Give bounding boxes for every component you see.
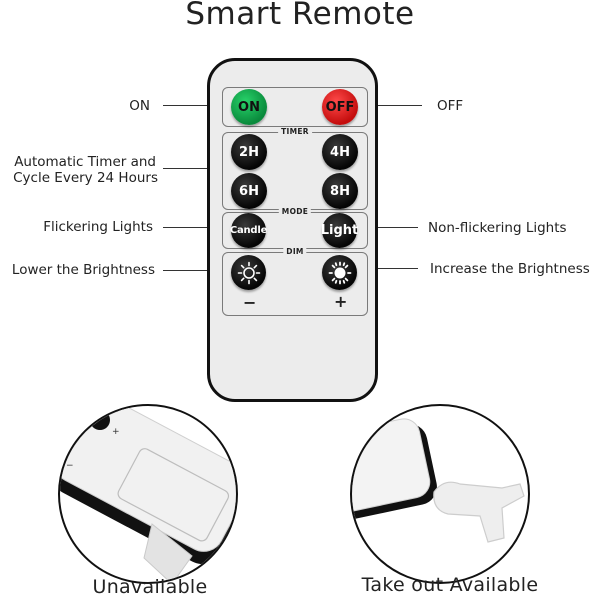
label-flickering: Flickering Lights [43,219,153,235]
candle-button[interactable]: Candle [230,213,267,248]
dim-up-button[interactable] [322,255,357,290]
timer-6h-button[interactable]: 6H [231,173,267,209]
remote-tab-pulled-out [352,418,525,543]
label-on: ON [129,98,150,114]
timer-group-title: TIMER [278,127,312,136]
svg-text:+: + [112,427,120,437]
caption-unavailable: Unavailable [92,576,208,598]
leader-increase [366,268,418,269]
sun-outline-icon [237,261,260,284]
leader-lower [163,270,218,271]
leader-timer [163,168,218,169]
off-button[interactable]: OFF [322,89,358,125]
leader-nonflickering [366,227,418,228]
label-lower-brightness: Lower the Brightness [11,262,155,278]
unavailable-illustration: + − [58,404,238,584]
svg-text:−: − [66,461,74,471]
light-button[interactable]: Light [321,213,358,248]
caption-take-out-available: Take out Available [361,574,539,596]
timer-group: TIMER 2H 4H 6H 8H [222,127,368,210]
label-timer-line1: Automatic Timer and [14,154,156,170]
timer-8h-button[interactable]: 8H [322,173,358,209]
on-button[interactable]: ON [231,89,267,125]
mode-group: MODE Candle Light [222,207,368,249]
leader-off [366,105,422,106]
take-out-available-illustration [350,404,530,584]
timer-2h-button[interactable]: 2H [231,134,267,170]
label-timer-line2: Cycle Every 24 Hours [13,170,158,186]
label-off: OFF [437,98,464,114]
dim-group-title: DIM [283,247,307,256]
leader-flickering [163,227,218,228]
dim-plus-sign: + [334,292,348,311]
dim-minus-sign: − [243,293,257,312]
dim-group: DIM [222,247,368,316]
dim-down-button[interactable] [231,255,266,290]
label-increase-brightness: Increase the Brightness [430,261,590,277]
sun-filled-icon [328,261,351,284]
page-title: Smart Remote [185,0,415,32]
timer-4h-button[interactable]: 4H [322,134,358,170]
leader-on [163,105,221,106]
power-group: ON OFF [222,87,368,127]
mode-group-title: MODE [278,207,312,216]
label-non-flickering: Non-flickering Lights [428,220,567,236]
remote-back-closeup: + − [60,406,236,582]
remote-control: ON OFF TIMER 2H 4H 6H 8H MODE Candle Lig… [207,58,378,402]
